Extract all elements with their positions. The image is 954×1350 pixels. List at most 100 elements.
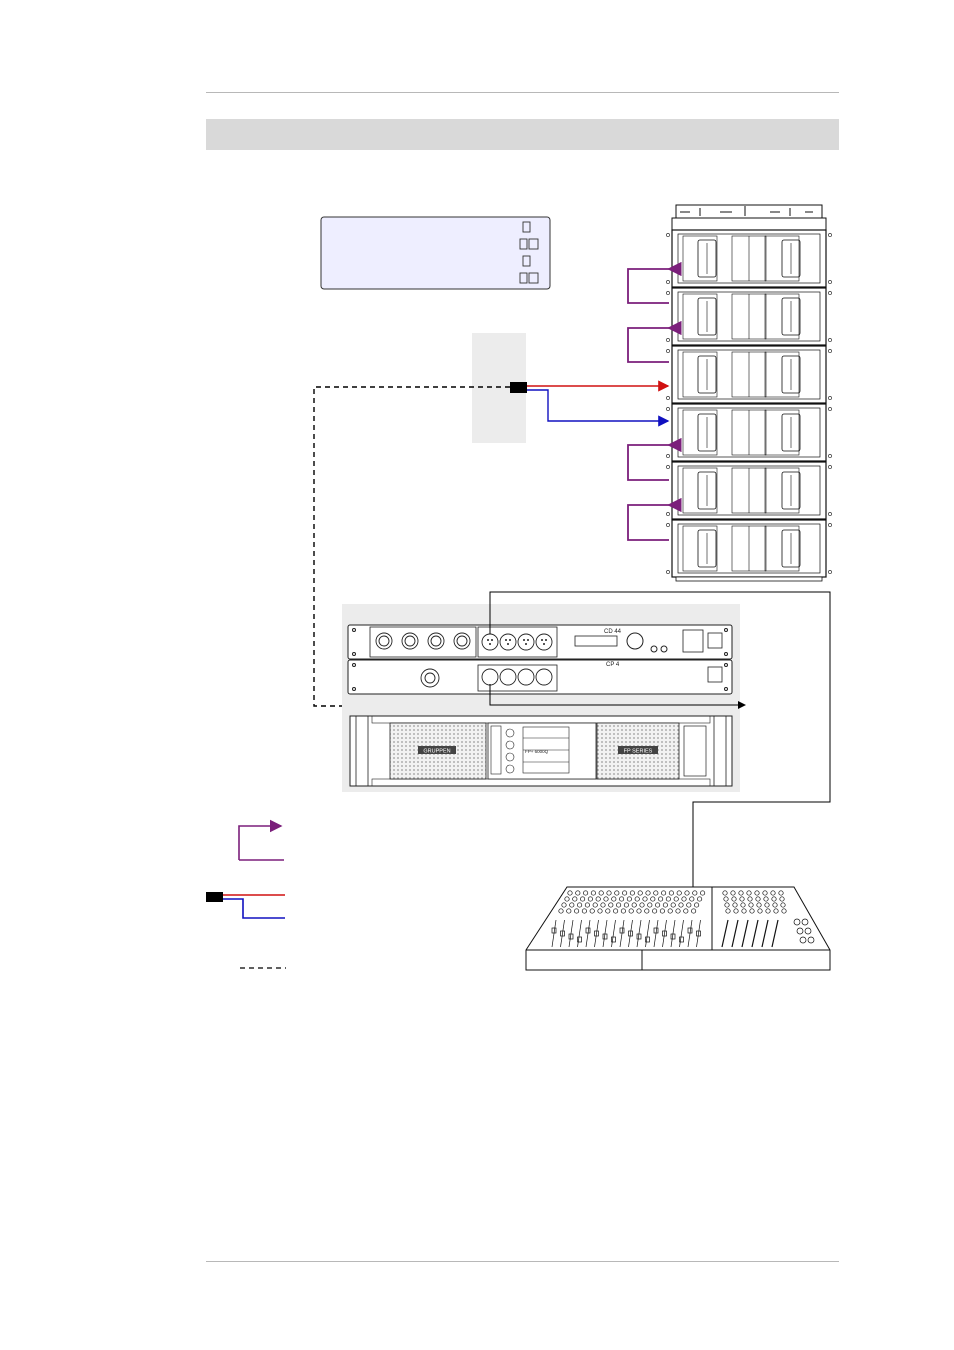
console-fader-cap xyxy=(619,927,625,934)
console-knob xyxy=(598,890,604,896)
console-fader xyxy=(687,919,693,948)
console-fader xyxy=(602,919,608,948)
console-knob xyxy=(587,896,593,902)
console-fader-cap xyxy=(611,936,616,943)
console-knob xyxy=(670,902,676,908)
dashed-cable xyxy=(313,386,510,707)
console-knob xyxy=(724,902,730,908)
console-knob xyxy=(603,896,609,902)
console-fader-cap xyxy=(551,927,557,934)
console-master-fader xyxy=(731,919,739,948)
console-knob xyxy=(650,896,656,902)
console-knob xyxy=(655,902,661,908)
console-fader xyxy=(645,919,650,948)
console-knob xyxy=(631,902,637,908)
display-box xyxy=(320,216,551,290)
controller-unit: CP 4 xyxy=(347,659,733,695)
console-fader xyxy=(628,919,633,948)
console-knob xyxy=(796,927,804,935)
console-knob xyxy=(636,908,642,914)
console-master-fader xyxy=(761,919,769,948)
console-knob xyxy=(645,890,651,896)
legend-speaker-negative xyxy=(223,898,285,919)
console-knob xyxy=(675,908,681,914)
console-knob xyxy=(642,896,648,902)
amplifier-unit: GRUPPEN FP SERIES FP+ 6000Q xyxy=(349,715,733,787)
console-fader-cap xyxy=(628,930,633,937)
console-knob xyxy=(564,896,570,902)
footer-rule xyxy=(206,1261,839,1262)
console-knob xyxy=(684,890,690,896)
line-array-cabinet xyxy=(666,519,832,578)
console-fader xyxy=(662,919,667,948)
console-knob xyxy=(611,896,617,902)
section-title-band xyxy=(206,119,839,150)
processor-unit: CD 44 xyxy=(347,624,733,660)
console-fader xyxy=(594,919,599,948)
console-knob xyxy=(779,896,785,902)
console-knob xyxy=(647,902,653,908)
console-master-fader xyxy=(751,919,759,948)
console-knob xyxy=(754,890,760,896)
console-knob xyxy=(569,902,575,908)
legend-speaker-connector xyxy=(206,892,223,902)
console-fader-cap xyxy=(577,936,582,943)
speaker-cable xyxy=(527,380,670,427)
console-knob xyxy=(561,902,567,908)
console-knob xyxy=(608,902,614,908)
processor-model-label: CD 44 xyxy=(604,629,622,635)
console-fader-cap xyxy=(560,930,565,937)
console-knob xyxy=(686,902,692,908)
console-knob xyxy=(793,918,801,926)
mixing-console xyxy=(525,886,831,971)
signal-cables xyxy=(489,591,831,887)
console-knob xyxy=(629,890,635,896)
console-fader-cap xyxy=(687,927,693,934)
console-fader-cap xyxy=(636,933,642,940)
console-fader-cap xyxy=(679,936,684,943)
console-fader xyxy=(636,919,642,948)
console-knob xyxy=(676,890,682,896)
console-fader-cap xyxy=(653,927,659,934)
console-knob xyxy=(614,890,620,896)
console-knob xyxy=(738,890,744,896)
amplifier-brand-label: GRUPPEN xyxy=(423,749,450,755)
console-knob xyxy=(725,908,731,914)
speaker-connector xyxy=(510,382,527,393)
console-fader xyxy=(653,919,659,948)
console-knob xyxy=(634,896,640,902)
console-knob xyxy=(613,908,619,914)
console-knob xyxy=(620,908,626,914)
console-knob xyxy=(581,908,587,914)
console-knob xyxy=(600,902,606,908)
console-knob xyxy=(662,902,668,908)
console-knob xyxy=(781,908,787,914)
console-knob xyxy=(658,896,664,902)
console-knob xyxy=(740,902,746,908)
console-fader xyxy=(577,919,582,948)
console-knob xyxy=(765,908,771,914)
console-knob xyxy=(804,927,812,935)
console-knob xyxy=(681,896,687,902)
console-knob xyxy=(619,896,625,902)
line-array-cabinet xyxy=(666,287,832,346)
console-knob xyxy=(572,896,578,902)
console-knob xyxy=(780,902,786,908)
console-knob xyxy=(580,896,586,902)
console-knob xyxy=(659,908,665,914)
console-fader xyxy=(696,919,701,948)
console-fader-cap xyxy=(594,930,599,937)
console-knob xyxy=(626,896,632,902)
console-knob xyxy=(589,908,595,914)
console-knob xyxy=(597,908,603,914)
line-array-cabinet xyxy=(666,229,832,288)
console-knob xyxy=(741,908,747,914)
console-knob xyxy=(691,908,697,914)
console-knob xyxy=(807,936,815,944)
console-knob xyxy=(652,908,658,914)
console-knob xyxy=(756,902,762,908)
amplifier-series-label: FP SERIES xyxy=(624,749,653,755)
console-knob xyxy=(749,908,755,914)
console-knob xyxy=(566,908,572,914)
console-fader-cap xyxy=(696,930,701,937)
